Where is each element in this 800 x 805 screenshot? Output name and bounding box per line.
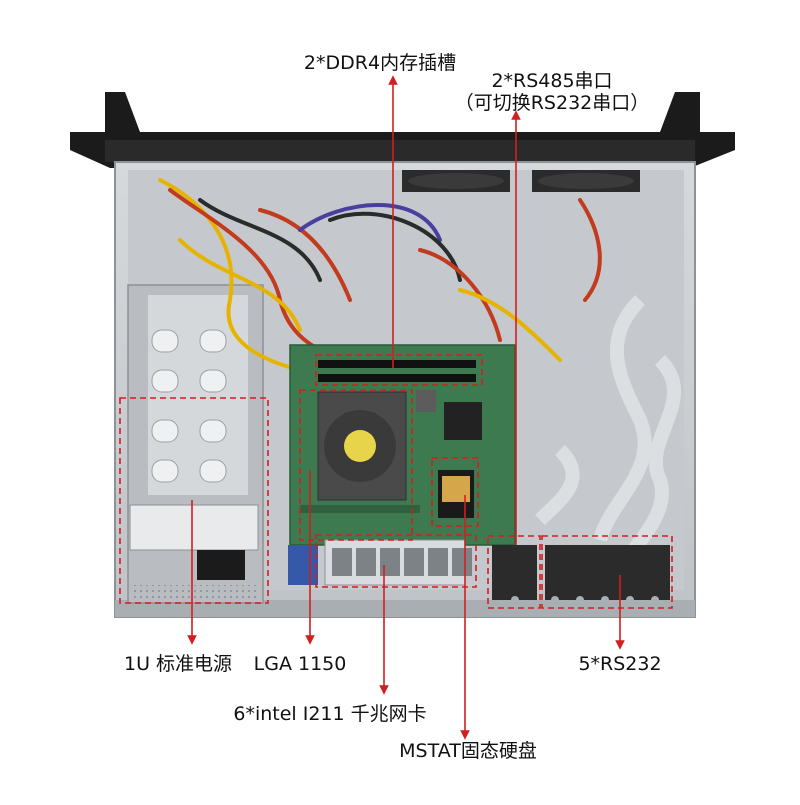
rs485-sublabel: （可切换RS232串口） — [454, 92, 650, 114]
ddr4-box — [315, 354, 483, 386]
psu-box — [119, 397, 269, 604]
motherboard — [289, 344, 516, 546]
fan-left — [402, 170, 510, 192]
back-panel-ports — [288, 539, 670, 604]
ddr4-label: 2*DDR4内存插槽 — [303, 52, 457, 74]
ribbon-cables — [535, 295, 681, 560]
annotation-boxes — [119, 354, 673, 609]
msata-box — [431, 457, 479, 527]
rs232-label: 5*RS232 — [578, 653, 662, 675]
rack-ear-bar — [70, 92, 735, 168]
rs232-box — [541, 535, 673, 609]
msata-label: MSTAT固态硬盘 — [399, 740, 537, 762]
nic-box — [315, 534, 477, 588]
rs485-label: 2*RS485串口 — [491, 70, 613, 92]
annotation-arrows — [187, 75, 625, 740]
cpu-box — [299, 389, 413, 541]
psu-label: 1U 标准电源 — [123, 653, 233, 675]
power-supply — [127, 284, 264, 604]
fan-right — [532, 170, 640, 192]
cpu-label: LGA 1150 — [253, 653, 347, 675]
rs485-box — [487, 535, 541, 609]
nic-label: 6*intel I211 千兆网卡 — [233, 703, 427, 725]
wiring-harness — [158, 178, 602, 502]
